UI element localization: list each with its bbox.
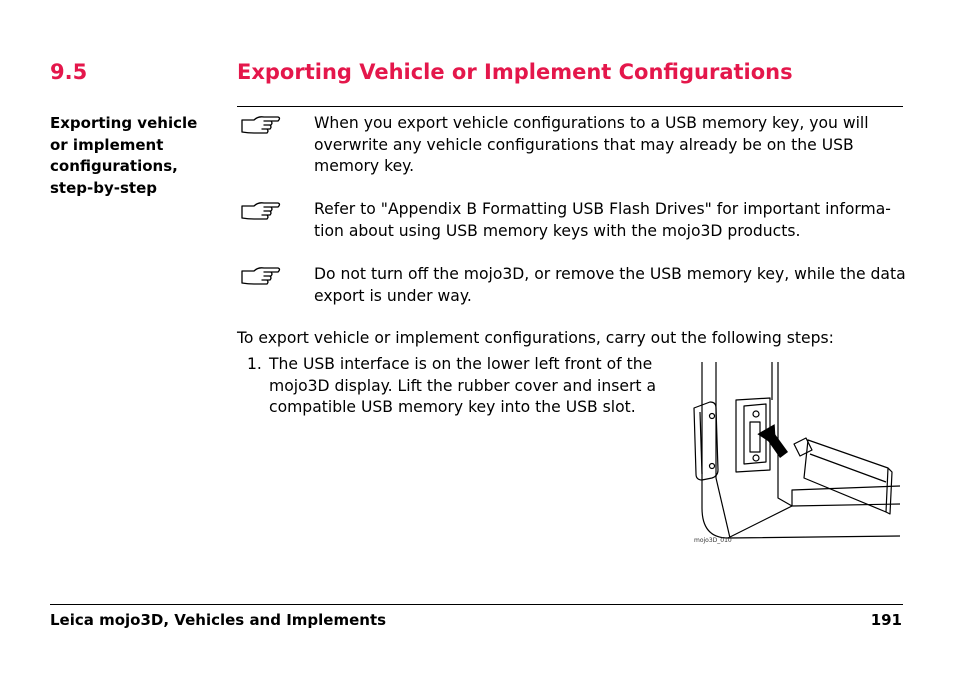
footer-title: Leica mojo3D, Vehicles and Implements [50,611,387,629]
pointing-hand-icon [241,202,281,220]
figure-label: mojo3D_010 [694,537,732,544]
section-title: Exporting Vehicle or Implement Configura… [237,60,793,84]
footer-rule [50,604,903,605]
page-number: 191 [870,611,902,629]
usb-insertion-illustration [693,362,901,539]
note-text: When you export vehicle configurations t… [314,114,869,176]
step-text: The USB interface is on the lower left f… [269,355,657,417]
intro-text: To export vehicle or implement configura… [237,329,834,347]
note-text: Do not turn off the mojo3D, or remove th… [314,265,906,305]
pointing-hand-icon [241,267,281,285]
header-rule [237,106,903,107]
section-number: 9.5 [50,60,88,84]
note-text: Refer to "Appendix B Formatting USB Flas… [314,200,891,240]
pointing-hand-icon [241,116,281,134]
step-number: 1. [247,355,262,373]
sidebar-heading: Exporting vehicle or implement configura… [50,114,198,198]
